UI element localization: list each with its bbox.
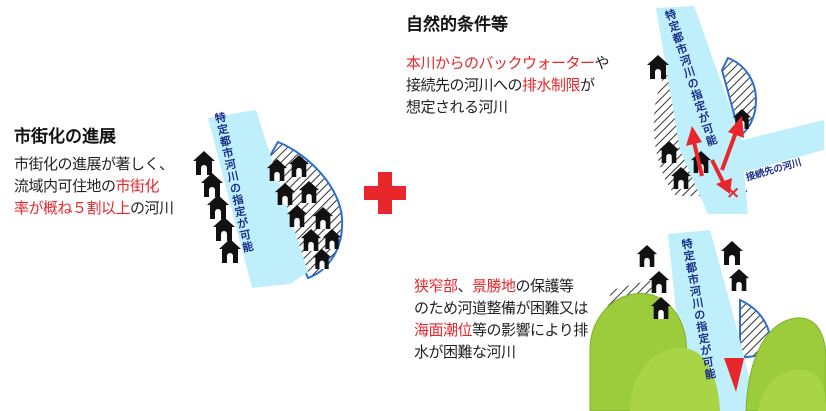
house-icon — [201, 173, 223, 197]
text-line: 接続先の河川への排水制限が — [406, 74, 609, 96]
flow-arrow — [724, 358, 744, 392]
hill — [758, 369, 826, 411]
left-river-diagram — [193, 110, 344, 288]
house-icon — [213, 217, 235, 241]
text-line: 水が困難な河川 — [414, 341, 588, 363]
text-line: 想定される河川 — [406, 96, 609, 118]
house-icon — [721, 241, 743, 265]
right-top-description: 本川からのバックウォーターや接続先の河川への排水制限が想定される河川 — [406, 52, 610, 118]
highlight-text: 海面潮位 — [414, 321, 473, 339]
right-bottom-description: 狭窄部、景勝地の保護等のため河道整備が困難又は海面潮位等の影響により排水が困難な… — [414, 275, 589, 363]
body-text: 流域内可住地の — [14, 177, 116, 195]
right-bottom-river-diagram — [589, 230, 826, 411]
river-channel — [208, 110, 308, 288]
right-top-river-diagram — [647, 6, 824, 214]
text-line: 狭窄部、景勝地の保護等 — [414, 275, 588, 297]
text-line: のため河道整備が困難又は — [414, 297, 589, 319]
highlight-text: 景勝地 — [472, 277, 516, 295]
body-text: 等の影響により排 — [472, 321, 588, 339]
body-text: の河川 — [130, 199, 174, 217]
text-line: 海面潮位等の影響により排 — [414, 319, 588, 341]
text-line: 率が概ね５割以上の河川 — [14, 197, 174, 219]
body-text: のため河道整備が困難又は — [414, 299, 589, 317]
body-text: 、 — [457, 277, 473, 295]
highlight-text: 本川からのバックウォーター — [406, 54, 595, 72]
house-icon — [728, 269, 750, 291]
body-text: や — [594, 54, 610, 72]
body-text: が — [580, 76, 595, 94]
body-text: の保護等 — [515, 277, 575, 295]
highlight-text: 狭窄部 — [414, 277, 458, 295]
left-heading: 市街化の進展 — [14, 127, 116, 147]
highlight-text: 率が概ね５割以上 — [14, 199, 131, 217]
hill — [630, 347, 720, 411]
text-line: 市街化の進展が著しく、 — [14, 153, 174, 175]
house-icon — [193, 151, 215, 175]
house-icon — [207, 195, 229, 219]
body-text: 想定される河川 — [406, 98, 508, 116]
left-description: 市街化の進展が著しく、流域内可住地の市街化率が概ね５割以上の河川 — [14, 153, 174, 219]
house-icon — [219, 239, 241, 263]
house-icon — [636, 245, 658, 267]
blocked-cross-mark: × — [726, 183, 741, 203]
flow-arrows — [686, 116, 744, 194]
text-line: 本川からのバックウォーターや — [406, 52, 610, 74]
highlight-text: 市街化 — [115, 177, 160, 195]
body-text: 接続先の河川への — [406, 76, 523, 94]
body-text: 市街化の進展が著しく、 — [14, 155, 174, 173]
right-top-heading: 自然的条件等 — [406, 15, 508, 35]
body-text: 水が困難な河川 — [414, 343, 516, 361]
house-icon — [648, 271, 670, 293]
highlight-text: 排水制限 — [522, 76, 581, 94]
plus-symbol — [364, 172, 406, 214]
text-line: 流域内可住地の市街化 — [14, 175, 174, 197]
